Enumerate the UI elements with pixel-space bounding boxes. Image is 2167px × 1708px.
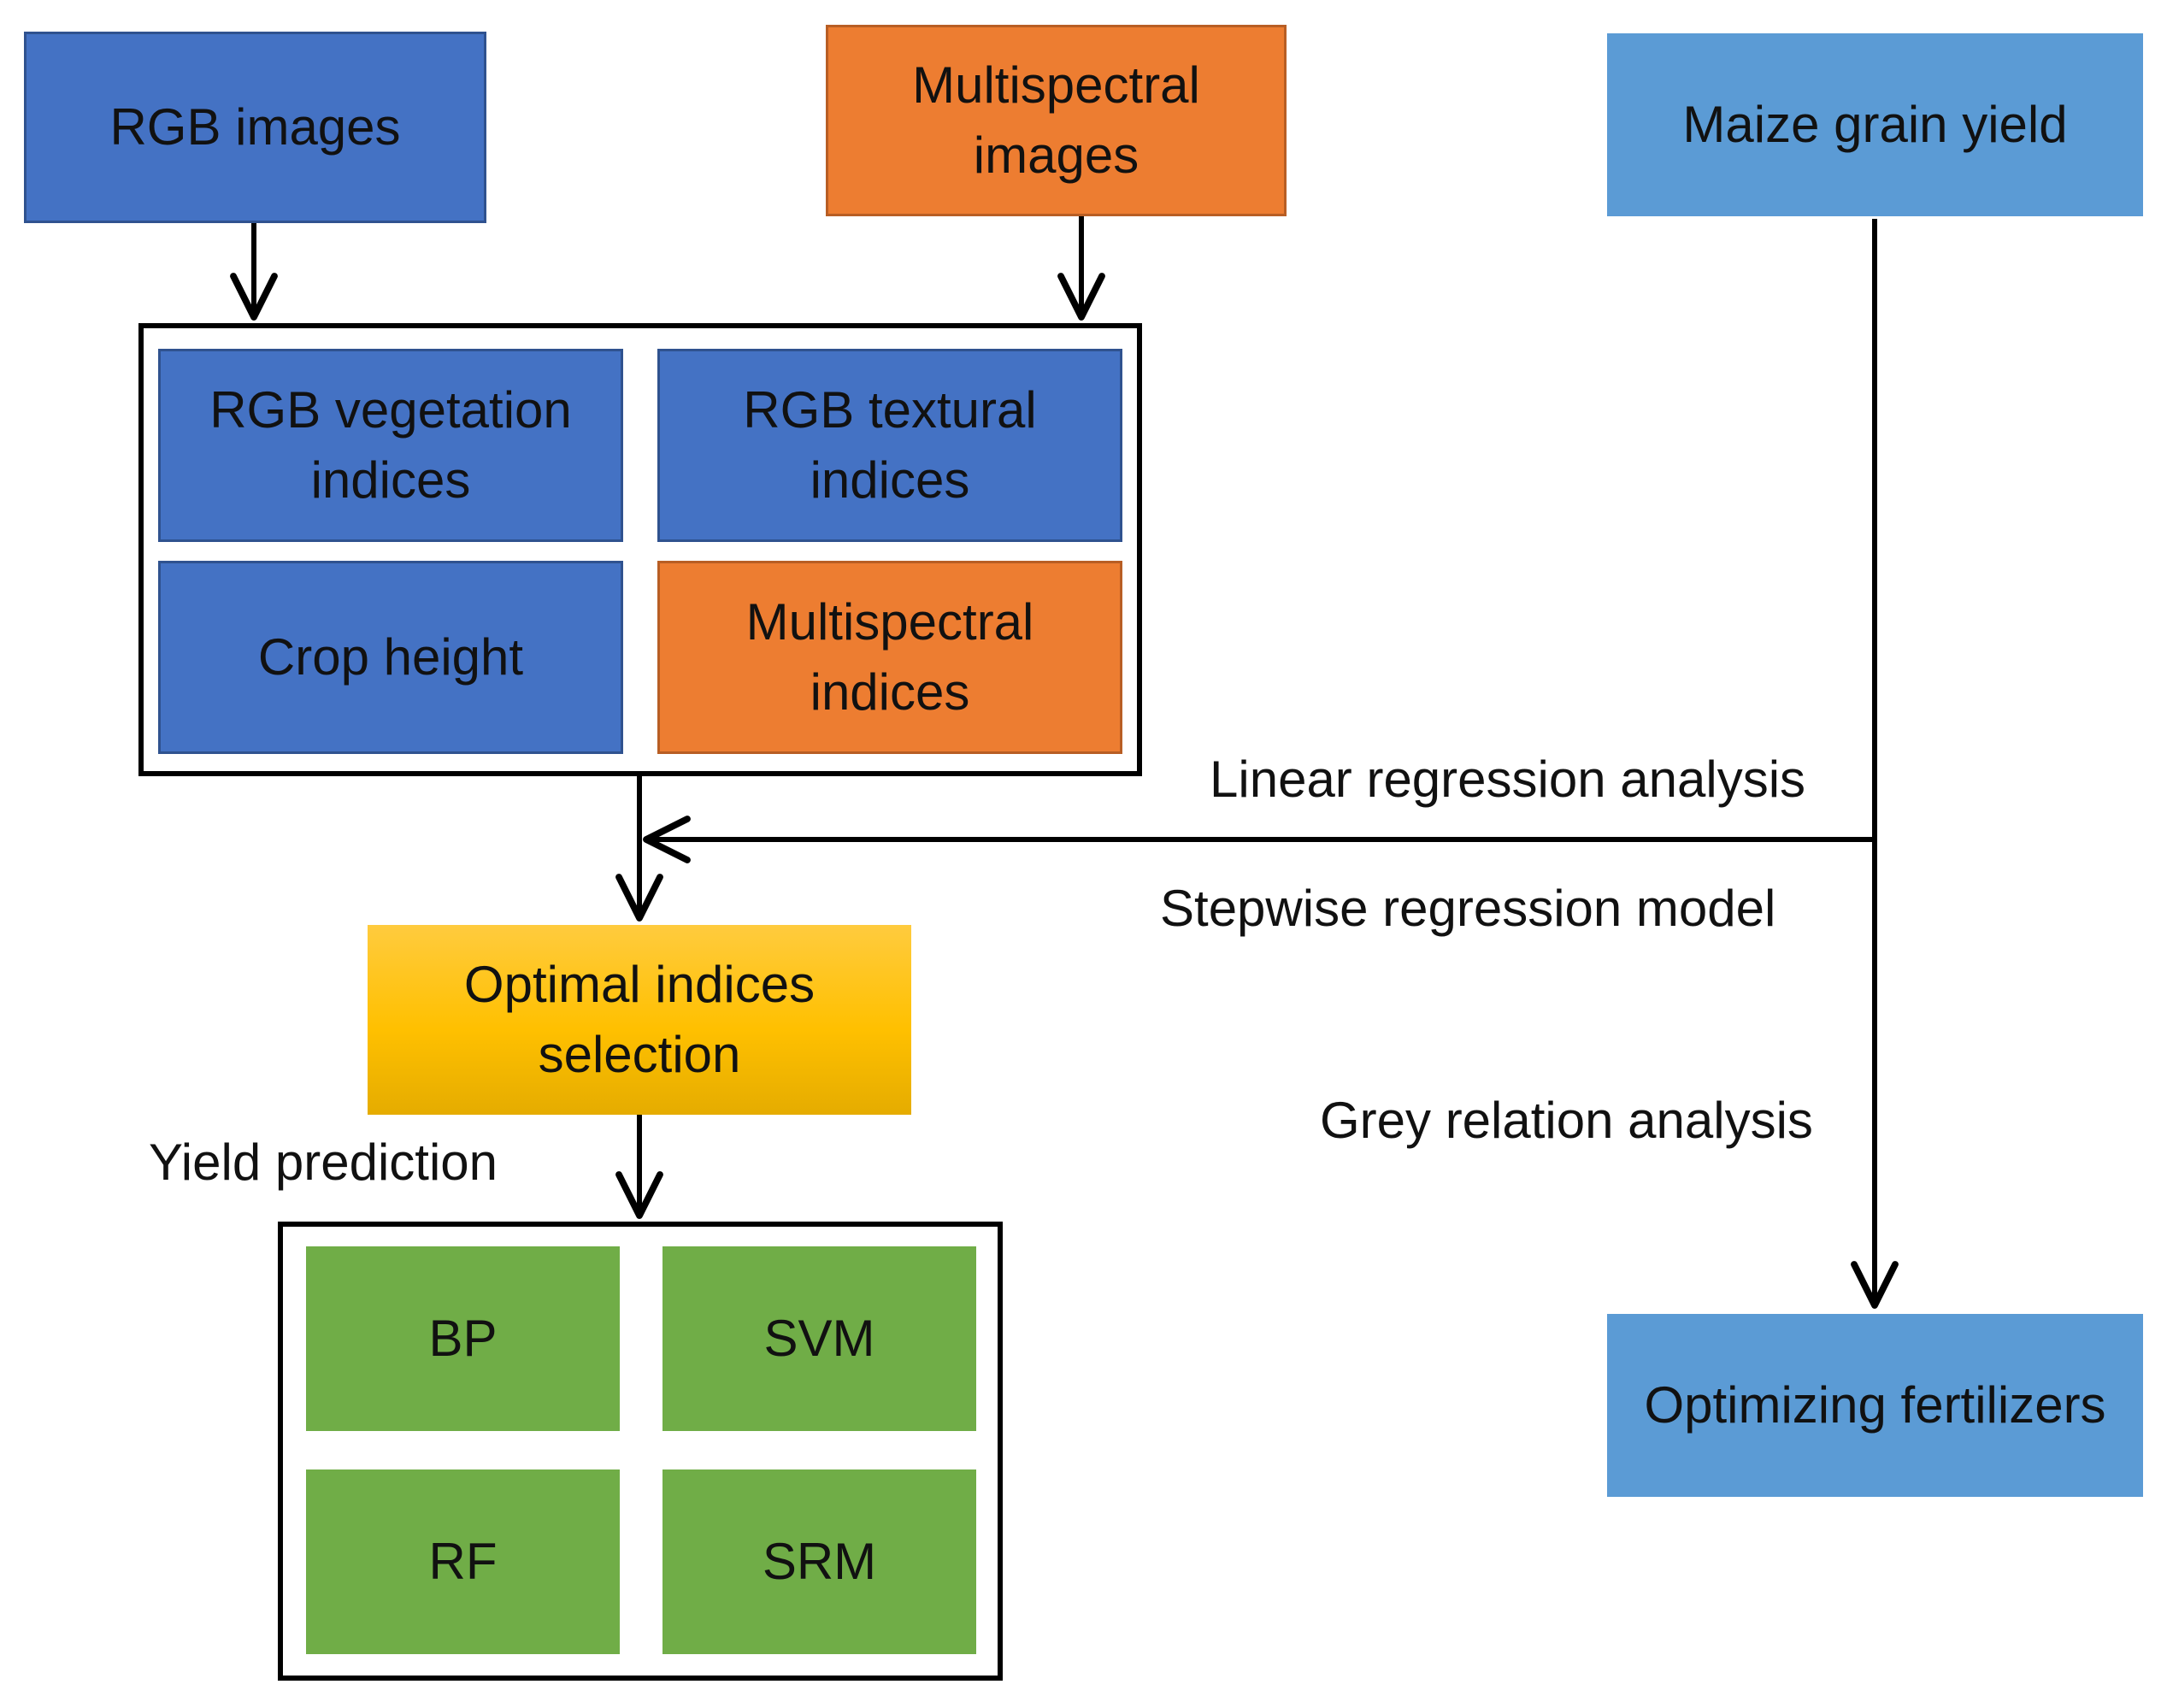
crop-height-node: Crop height — [158, 561, 623, 754]
crop-height-label: Crop height — [257, 628, 524, 686]
maize-grain-yield-node: Maize grain yield — [1607, 33, 2143, 216]
rgb-textural-indices-label: RGB textural indices — [743, 381, 1037, 509]
indices-group-frame — [138, 323, 1142, 776]
yield-prediction-label: Yield prediction — [149, 1134, 498, 1191]
grey-relation-label: Grey relation analysis — [1320, 1092, 1813, 1149]
multispectral-indices-node: Multispectral indices — [657, 561, 1122, 754]
maize-grain-yield-label: Maize grain yield — [1682, 96, 2068, 153]
optimizing-fertilizers-label: Optimizing fertilizers — [1644, 1376, 2106, 1434]
models-group-frame — [278, 1222, 1003, 1681]
multispectral-images-label: Multispectral images — [912, 56, 1200, 184]
optimal-indices-selection-node: Optimal indices selection — [368, 925, 911, 1115]
svm-model-label: SVM — [763, 1310, 875, 1367]
optimizing-fertilizers-node: Optimizing fertilizers — [1607, 1314, 2143, 1497]
bp-model-node: BP — [306, 1246, 620, 1431]
rgb-textural-indices-node: RGB textural indices — [657, 349, 1122, 542]
rgb-vegetation-indices-node: RGB vegetation indices — [158, 349, 623, 542]
multispectral-indices-label: Multispectral indices — [745, 593, 1034, 721]
rgb-vegetation-indices-label: RGB vegetation indices — [209, 381, 572, 509]
multispectral-images-node: Multispectral images — [826, 25, 1287, 216]
stepwise-regression-label: Stepwise regression model — [1160, 880, 1776, 937]
rf-model-node: RF — [306, 1469, 620, 1654]
srm-model-node: SRM — [662, 1469, 976, 1654]
rgb-images-node: RGB images — [24, 32, 486, 223]
svm-model-node: SVM — [662, 1246, 976, 1431]
bp-model-label: BP — [428, 1310, 498, 1367]
srm-model-label: SRM — [762, 1533, 877, 1590]
linear-regression-label: Linear regression analysis — [1210, 751, 1806, 808]
rf-model-label: RF — [428, 1533, 498, 1590]
optimal-indices-selection-label: Optimal indices selection — [463, 956, 816, 1083]
rgb-images-label: RGB images — [109, 98, 401, 156]
